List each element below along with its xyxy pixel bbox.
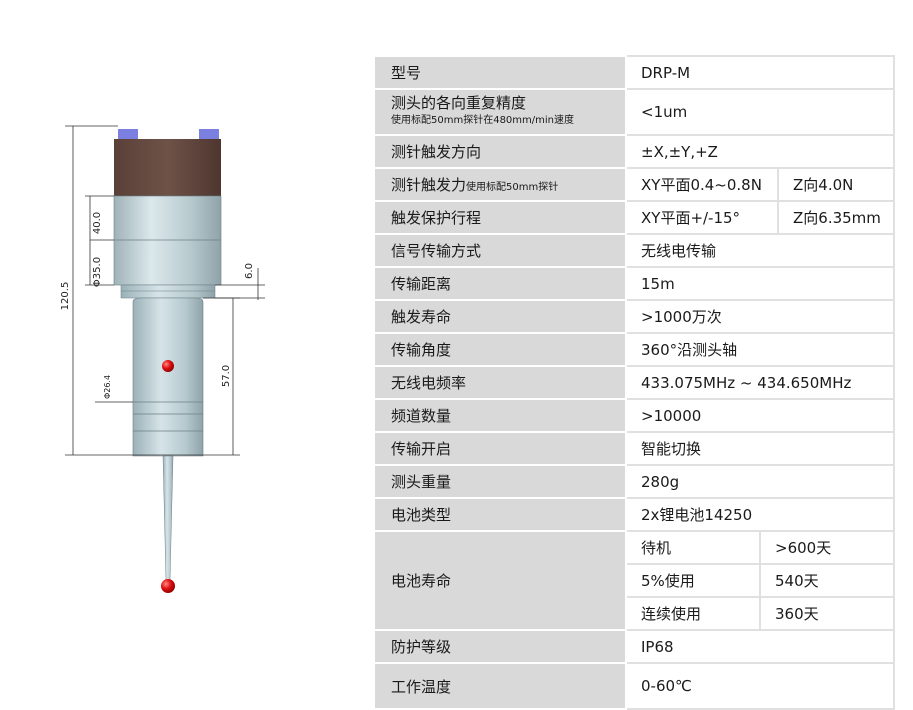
spec-row: 传输开启智能切换: [373, 431, 895, 466]
probe-drawing: 120.5 40.0 Φ35.0 6.0 57.0 Φ26.4: [60, 125, 265, 593]
spec-value: >1000万次: [625, 299, 895, 334]
spec-label: 防护等级: [373, 629, 627, 664]
spec-row: 信号传输方式无线电传输: [373, 233, 895, 268]
stylus: [161, 455, 175, 593]
spec-value: 433.075MHz ~ 434.650MHz: [625, 365, 895, 400]
dim-body-height: 40.0: [92, 212, 103, 234]
spec-value: XY平面+/-15°: [625, 200, 779, 235]
spec-label: 工作温度: [373, 662, 627, 710]
spec-label: 测头的各向重复精度: [391, 94, 527, 112]
probe-body: [113, 195, 222, 299]
battery-value: 360天: [759, 596, 895, 631]
spec-row: 频道数量>10000: [373, 398, 895, 433]
spec-value: <1um: [625, 88, 895, 136]
spec-value-secondary: Z向6.35mm: [777, 200, 895, 235]
stylus-ruby-ball: [161, 579, 175, 593]
spec-label-cell: 测头的各向重复精度使用标配50mm探针在480mm/min速度: [373, 88, 627, 136]
spec-value: 280g: [625, 464, 895, 499]
battery-life-row: 电池寿命待机>600天: [373, 530, 895, 631]
spec-label: 型号: [373, 55, 627, 90]
spec-value: ±X,±Y,+Z: [625, 134, 895, 169]
spec-value: 智能切换: [625, 431, 895, 466]
spec-label: 信号传输方式: [373, 233, 627, 268]
spec-value: XY平面0.4~0.8N: [625, 167, 779, 202]
spec-label: 频道数量: [373, 398, 627, 433]
dim-collar-height: 6.0: [244, 263, 255, 279]
battery-life-label: 电池寿命: [373, 530, 627, 631]
probe-top-block: [114, 129, 221, 196]
spec-label: 电池类型: [373, 497, 627, 532]
spec-label: 测针触发方向: [373, 134, 627, 169]
battery-value: >600天: [759, 530, 895, 565]
spec-label: 测针触发力: [391, 176, 467, 194]
spec-value-secondary: Z向4.0N: [777, 167, 895, 202]
battery-value: 540天: [759, 563, 895, 598]
spec-label-note: 使用标配50mm探针: [466, 182, 559, 193]
spec-label: 无线电频率: [373, 365, 627, 400]
dim-body-diameter: Φ35.0: [92, 257, 103, 287]
battery-mode: 待机: [625, 530, 761, 565]
spec-label-note: 使用标配50mm探针在480mm/min速度: [391, 115, 575, 126]
spec-label: 触发寿命: [373, 299, 627, 334]
dim-stem-length: 57.0: [221, 365, 232, 387]
spec-value: 无线电传输: [625, 233, 895, 268]
spec-label: 测头重量: [373, 464, 627, 499]
spec-row: 触发寿命>1000万次: [373, 299, 895, 334]
spec-value: 0-60℃: [625, 662, 895, 710]
spec-row: 测头的各向重复精度使用标配50mm探针在480mm/min速度<1um: [373, 88, 895, 136]
spec-label: 传输角度: [373, 332, 627, 367]
dimension-lines: [65, 125, 265, 456]
spec-label-cell: 测针触发力使用标配50mm探针: [373, 167, 627, 202]
spec-value: 360°沿测头轴: [625, 332, 895, 367]
spec-value: DRP-M: [625, 55, 895, 90]
battery-mode: 连续使用: [625, 596, 761, 631]
probe-stem: [132, 297, 204, 457]
spec-label: 传输距离: [373, 266, 627, 301]
dim-overall-height: 120.5: [60, 282, 71, 311]
spec-label: 触发保护行程: [373, 200, 627, 235]
spec-value: 15m: [625, 266, 895, 301]
led-indicator: [162, 360, 174, 372]
spec-value: IP68: [625, 629, 895, 664]
spec-label: 传输开启: [373, 431, 627, 466]
dim-stem-diameter: Φ26.4: [103, 375, 112, 399]
battery-mode: 5%使用: [625, 563, 761, 598]
spec-value: >10000: [625, 398, 895, 433]
spec-row: 测针触发方向±X,±Y,+Z: [373, 134, 895, 169]
spec-value: 2x锂电池14250: [625, 497, 895, 532]
